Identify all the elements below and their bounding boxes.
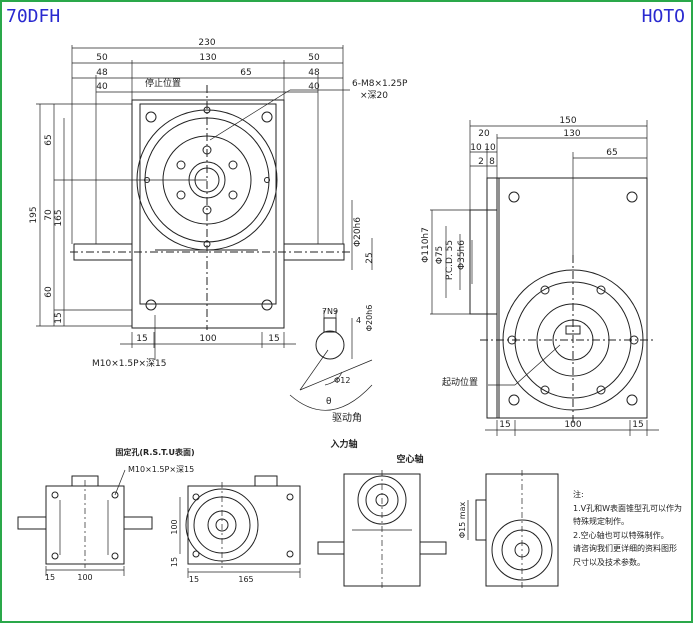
- label-drive-angle: 驱动角: [332, 412, 362, 424]
- dim-bottom-15-left: 15: [136, 334, 147, 344]
- dim-height-65: 65: [44, 134, 54, 145]
- dim-side-130: 130: [563, 129, 580, 139]
- notes-line-3: 2.空心轴也可以特殊制作。: [573, 530, 669, 540]
- label-input-shaft: 入力轴: [329, 438, 357, 450]
- dim-bottom-100: 100: [199, 334, 216, 344]
- dim-key-depth: 4: [356, 316, 361, 325]
- dim-key-phi12: Φ12: [334, 376, 350, 385]
- dim-key-shaft-dia: Φ20h6: [365, 305, 374, 332]
- dim-side-65: 65: [606, 148, 617, 158]
- dim-dia-75: Φ75: [435, 246, 445, 265]
- dim-right-48: 48: [308, 68, 320, 78]
- dim-dia-35: Φ35h6: [457, 240, 467, 270]
- dim-side-8: 8: [489, 157, 495, 167]
- label-thread-callout: 6-M8×1.25P: [352, 79, 408, 89]
- label-stop-position: 停止位置: [145, 77, 181, 89]
- bottom-view-2: [179, 475, 301, 578]
- notes-line-4: 请咨询我们更详细的资料图形: [573, 544, 677, 553]
- dim-v2-100: 100: [170, 519, 179, 534]
- notes-title: 注:: [573, 490, 584, 499]
- dim-offset-65: 65: [240, 68, 251, 78]
- label-bottom-mount-hole: M10×1.5P×深15: [128, 465, 194, 474]
- dim-side-bottom-15-left: 15: [499, 420, 510, 430]
- dim-v2-15a: 15: [170, 557, 179, 567]
- label-start-position: 起动位置: [442, 376, 478, 388]
- front-dimensions: [36, 45, 373, 360]
- dim-bottom-15-right: 15: [268, 334, 279, 344]
- dim-left-48: 48: [96, 68, 108, 78]
- dim-height-195: 195: [29, 206, 39, 223]
- dim-v2-165: 165: [238, 575, 253, 584]
- dim-left-50: 50: [96, 53, 108, 63]
- dim-key-width: 7N9: [322, 307, 338, 316]
- dim-shaft-25: 25: [365, 252, 375, 263]
- dim-v4-dia: Φ15 max: [458, 502, 467, 539]
- dim-right-40: 40: [308, 82, 320, 92]
- label-fixing-holes: 固定孔(R.S.T.U表面): [115, 447, 194, 457]
- notes-line-5: 尺寸以及技术参数。: [573, 557, 645, 567]
- side-dimensions: [430, 120, 659, 436]
- notes-block: 注: 1.V孔和W表面锥型孔可以作为 特殊规定制作。 2.空心轴也可以特殊制作。…: [573, 488, 691, 569]
- dim-v1-15: 15: [45, 573, 55, 582]
- bottom-view-1: [17, 469, 153, 576]
- label-mount-hole: M10×1.5P×深15: [92, 358, 167, 369]
- notes-line-2: 特殊规定制作。: [573, 517, 629, 526]
- dim-overall-width: 230: [198, 38, 215, 48]
- dim-side-bottom-15-right: 15: [632, 420, 643, 430]
- dim-dia-110: Φ110h7: [421, 227, 431, 263]
- dim-height-70: 70: [44, 209, 54, 221]
- front-view: [70, 85, 350, 330]
- dim-v2-15b: 15: [189, 575, 199, 584]
- dim-height-15: 15: [54, 312, 64, 323]
- dim-side-150: 150: [559, 116, 576, 126]
- dim-right-50: 50: [308, 53, 320, 63]
- model-number: 70DFH: [6, 6, 61, 27]
- notes-line-1: 1.V孔和W表面锥型孔可以作为: [573, 503, 683, 513]
- bottom-view-4: [467, 470, 559, 590]
- dim-side-10a: 10: [470, 143, 482, 153]
- label-theta: θ: [326, 397, 332, 407]
- label-hollow-shaft: 空心轴: [396, 453, 423, 465]
- dim-side-10b: 10: [484, 143, 496, 153]
- dim-height-165: 165: [54, 209, 64, 226]
- dim-shaft-dia: Φ20h6: [353, 217, 363, 247]
- dim-pcd: P.C.D. 55: [445, 240, 455, 280]
- key-detail: [289, 310, 373, 411]
- bottom-view-3: [317, 470, 447, 590]
- dim-v1-100: 100: [77, 573, 92, 582]
- side-view: [469, 177, 655, 425]
- dim-side-bottom-100: 100: [564, 420, 581, 430]
- dim-body-130: 130: [199, 53, 216, 63]
- brand-name: HOTO: [641, 6, 685, 27]
- dim-side-20: 20: [478, 129, 490, 139]
- dim-left-40: 40: [96, 82, 108, 92]
- dim-height-60: 60: [44, 286, 54, 298]
- dim-side-2: 2: [478, 157, 484, 167]
- label-thread-depth: ×深20: [360, 90, 388, 101]
